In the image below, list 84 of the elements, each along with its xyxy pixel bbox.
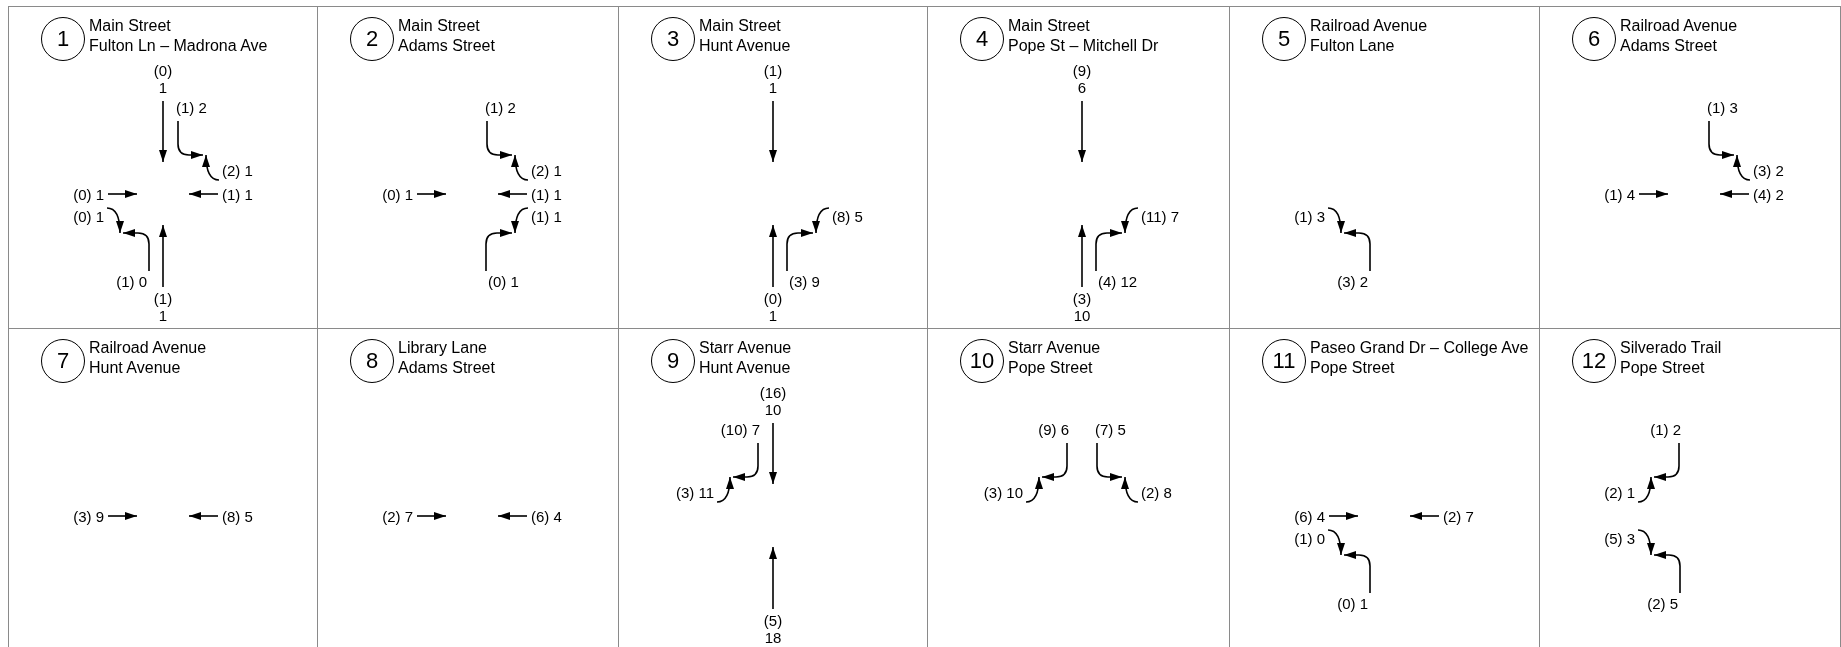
street-name: Pope Street [1008,358,1094,378]
volume-label: (2) 8 [1141,483,1172,501]
volume-label: (4) 2 [1753,185,1784,203]
volume-label: (10) 7 [720,420,760,438]
volume-label: (1) 3 [1294,207,1325,225]
street-name: Pope Street [1620,358,1706,378]
volume-label: (0) 1 [153,62,173,96]
street-name: Railroad Avenue [1310,16,1428,36]
street-name: Fulton Ln – Madrona Ave [89,36,268,56]
street-name: Hunt Avenue [699,36,791,56]
volume-label: (0) 1 [1337,594,1368,612]
volume-label: (3) 9 [73,507,104,525]
volume-label: (2) 1 [531,161,562,179]
street-name: Adams Street [398,36,495,56]
volume-label: (8) 5 [222,507,253,525]
street-name: Adams Street [398,358,495,378]
volume-label: (1) 1 [531,207,562,225]
street-name: Main Street [1008,16,1091,36]
volume-label: (1) 2 [485,98,516,116]
volume-label: (1) 1 [153,290,173,324]
volume-label: (1) 0 [1294,529,1325,547]
street-name: Main Street [89,16,172,36]
intersection-panel [927,328,1229,647]
volume-label: (5) 3 [1604,529,1635,547]
volume-label: (3) 10 [1072,290,1092,324]
volume-label: (1) 1 [222,185,253,203]
intersection-panel [927,6,1229,328]
street-name: Main Street [699,16,782,36]
volume-label: (2) 7 [382,507,413,525]
volume-label: (9) 6 [1038,420,1069,438]
volume-label: (0) 1 [73,185,104,203]
volume-label: (4) 12 [1098,272,1138,290]
volume-label: (2) 7 [1443,507,1474,525]
street-name: Starr Avenue [1008,338,1101,358]
intersection-panel [8,6,317,328]
volume-label: (3) 9 [789,272,820,290]
volume-label: (0) 1 [488,272,519,290]
street-name: Starr Avenue [699,338,792,358]
street-name: Silverado Trail [1620,338,1722,358]
intersection-panel [618,6,927,328]
street-name: Adams Street [1620,36,1718,56]
street-name: Hunt Avenue [699,358,792,378]
street-name: Library Lane [398,338,488,358]
intersection-panel [317,6,618,328]
volume-label: (0) 1 [73,207,104,225]
volume-label: (3) 11 [675,483,714,501]
street-name: Railroad Avenue [89,338,207,358]
volume-label: (1) 2 [176,98,207,116]
volume-label: (1) 0 [116,272,147,290]
intersection-panel [1229,328,1539,647]
intersection-panel [317,328,618,647]
volume-label: (2) 1 [1604,483,1635,501]
volume-label: (2) 5 [1647,594,1678,612]
intersection-panel [618,328,927,647]
street-name: Fulton Lane [1310,36,1396,56]
intersection-panel [1539,6,1841,328]
volume-label: (16) 10 [759,384,787,418]
volume-label: (1) 1 [531,185,562,203]
volume-label: (9) 6 [1072,62,1092,96]
volume-label: (1) 3 [1707,98,1738,116]
volume-label: (5) 18 [763,612,783,646]
intersection-panel [8,328,317,647]
intersection-panel [1539,328,1841,647]
street-name: Pope St – Mitchell Dr [1008,36,1159,56]
street-name: Railroad Avenue [1620,16,1738,36]
volume-label: (3) 10 [983,483,1023,501]
volume-label: (7) 5 [1095,420,1126,438]
intersection-panel [1229,6,1539,328]
volume-label: (0) 1 [382,185,413,203]
street-name: Hunt Avenue [89,358,182,378]
volume-label: (11) 7 [1141,207,1180,225]
street-name: Pope Street [1310,358,1396,378]
volume-label: (2) 1 [222,161,253,179]
volume-label: (3) 2 [1337,272,1368,290]
volume-label: (8) 5 [832,207,863,225]
volume-label: (1) 1 [763,62,783,96]
volume-label: (0) 1 [763,290,783,324]
volume-label: (6) 4 [531,507,562,525]
volume-label: (6) 4 [1294,507,1325,525]
volume-label: (3) 2 [1753,161,1784,179]
street-name: Paseo Grand Dr – College Ave [1310,338,1529,358]
volume-label: (1) 4 [1604,185,1635,203]
street-name: Main Street [398,16,481,36]
volume-label: (1) 2 [1650,420,1681,438]
